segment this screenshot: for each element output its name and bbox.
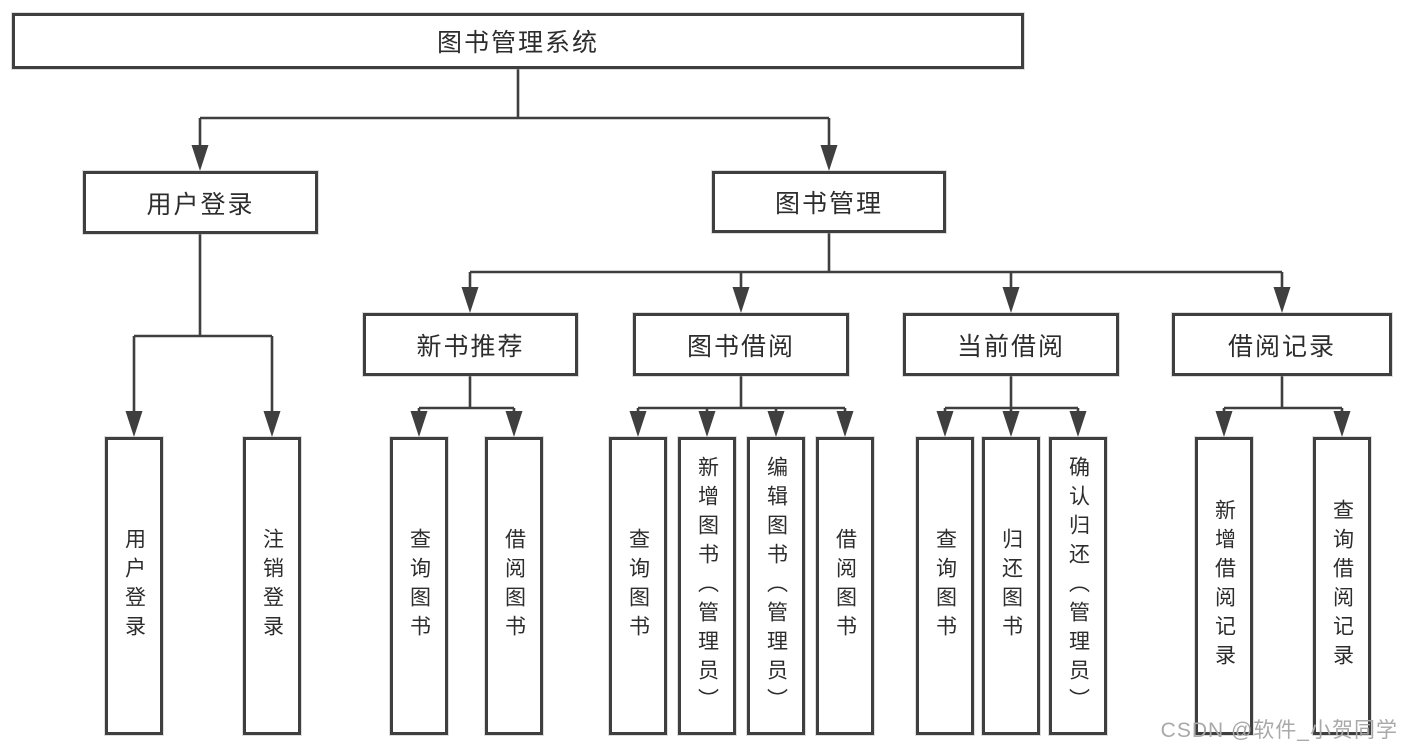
arrowhead <box>191 145 209 171</box>
node-system-root: 图书管理系统 <box>12 13 1024 69</box>
node-book-management: 图书管理 <box>712 171 946 233</box>
leaf-return-books-label: 归还图书 <box>999 528 1023 644</box>
arrowhead <box>1069 411 1087 437</box>
arrowhead <box>732 287 750 313</box>
arrowhead <box>263 411 281 437</box>
leaf-edit-books-admin: 编辑图书（管理员） <box>747 437 805 735</box>
arrowhead <box>125 411 143 437</box>
node-borrowing-records-label: 借阅记录 <box>1227 332 1336 361</box>
leaf-current-query-books: 查询图书 <box>916 437 974 735</box>
leaf-query-borrow-record: 查询借阅记录 <box>1313 437 1371 735</box>
arrowhead <box>461 287 479 313</box>
leaf-confirm-return-admin: 确认归还（管理员） <box>1049 437 1107 735</box>
node-book-borrowing-label: 图书借阅 <box>686 332 795 361</box>
node-user-login: 用户登录 <box>83 171 318 234</box>
leaf-recommend-query-books: 查询图书 <box>390 437 448 735</box>
arrowhead <box>767 411 785 437</box>
leaf-add-borrow-record: 新增借阅记录 <box>1195 437 1253 735</box>
node-new-book-recommend-label: 新书推荐 <box>416 332 525 361</box>
node-user-login-label: 用户登录 <box>146 190 255 219</box>
node-current-borrowing-label: 当前借阅 <box>956 332 1065 361</box>
leaf-logout-label: 注销登录 <box>260 528 284 644</box>
arrowhead <box>1215 411 1233 437</box>
leaf-borrow-books-label: 借阅图书 <box>833 528 857 644</box>
arrowhead <box>1002 287 1020 313</box>
leaf-borrowing-query-books: 查询图书 <box>609 437 667 735</box>
arrowhead <box>1273 287 1291 313</box>
csdn-watermark: CSDN @软件_小贺同学 <box>1160 719 1398 742</box>
leaf-query-borrow-record-label: 查询借阅记录 <box>1330 499 1354 673</box>
leaf-confirm-return-admin-label: 确认归还（管理员） <box>1066 455 1090 717</box>
arrowhead <box>1333 411 1351 437</box>
arrowhead <box>936 411 954 437</box>
node-current-borrowing: 当前借阅 <box>903 313 1119 376</box>
leaf-logout: 注销登录 <box>243 437 301 735</box>
leaf-user-login: 用户登录 <box>105 437 163 735</box>
leaf-add-borrow-record-label: 新增借阅记录 <box>1212 499 1236 673</box>
leaf-current-query-books-label: 查询图书 <box>933 528 957 644</box>
leaf-user-login-label: 用户登录 <box>122 528 146 644</box>
leaf-recommend-query-books-label: 查询图书 <box>407 528 431 644</box>
arrowhead-group <box>125 145 1351 437</box>
arrowhead <box>505 411 523 437</box>
node-book-management-label: 图书管理 <box>774 190 883 218</box>
leaf-borrow-books: 借阅图书 <box>816 437 874 735</box>
arrowhead <box>820 145 838 171</box>
leaf-borrowing-query-books-label: 查询图书 <box>626 528 650 644</box>
leaf-recommend-borrow-books: 借阅图书 <box>485 437 543 735</box>
node-new-book-recommend: 新书推荐 <box>363 313 578 376</box>
node-borrowing-records: 借阅记录 <box>1172 313 1392 376</box>
leaf-recommend-borrow-books-label: 借阅图书 <box>502 528 526 644</box>
arrowhead <box>1002 411 1020 437</box>
node-system-root-label: 图书管理系统 <box>436 29 599 57</box>
arrowhead <box>836 411 854 437</box>
node-book-borrowing: 图书借阅 <box>633 313 849 376</box>
arrowhead <box>410 411 428 437</box>
leaf-add-books-admin: 新增图书（管理员） <box>678 437 736 735</box>
arrowhead <box>629 411 647 437</box>
arrowhead <box>698 411 716 437</box>
leaf-edit-books-admin-label: 编辑图书（管理员） <box>764 455 788 717</box>
leaf-return-books: 归还图书 <box>982 437 1040 735</box>
leaf-add-books-admin-label: 新增图书（管理员） <box>695 455 719 717</box>
